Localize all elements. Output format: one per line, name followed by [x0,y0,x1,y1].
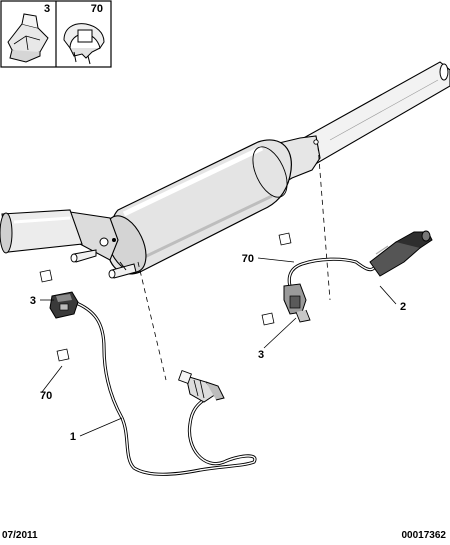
cable-tie-icon [63,23,105,65]
callout-tie-front: 70 [40,390,52,402]
exhaust-assembly [0,61,450,279]
callout-clip-front: 3 [30,295,36,307]
sensor-upstream-harness [283,230,433,323]
callout-markers [39,232,292,362]
sensor-front-connector [49,291,79,319]
callout-clip-upstream: 3 [258,349,264,361]
legend-ref-clip: 3 [44,3,50,15]
sensor-front-harness [49,291,257,476]
callout-sensor-front: 1 [70,431,76,443]
legend-box: 3 70 [0,0,112,68]
sensor-upstream-probe [369,230,433,277]
sensor-boss-left [73,249,97,263]
callout-tie-upstream: 70 [242,253,254,265]
marker-tie-front [56,348,70,362]
footer-date: 07/2011 [2,530,38,541]
footer-reference: 00017362 [401,530,447,541]
front-pipe [1,209,83,253]
callout-sensor-upstream: 2 [400,301,406,313]
marker-clip-front [39,269,53,283]
marker-clip-upstream [261,312,275,326]
tail-pipe [299,61,450,167]
clip-icon [7,13,49,63]
legend-ref-cable-tie: 70 [91,3,103,15]
location-dashes [137,145,331,381]
sensor-upstream-connector [283,283,311,323]
sensor-front-probe [178,370,225,403]
leader-lines [40,257,397,437]
marker-tie-upstream [278,232,292,246]
